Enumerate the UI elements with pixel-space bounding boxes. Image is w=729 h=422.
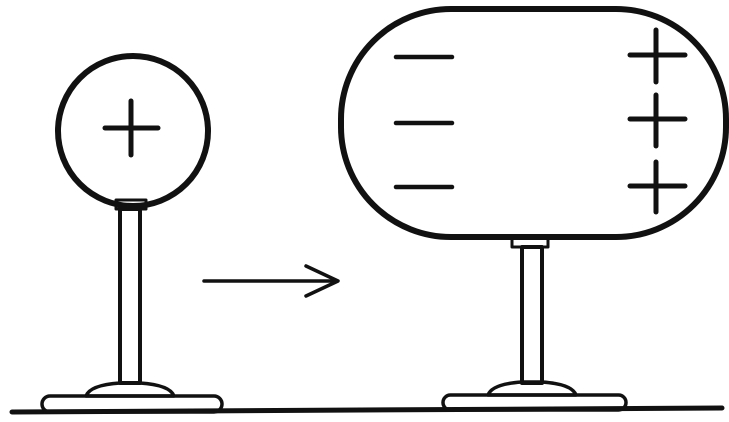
arrow-right-icon xyxy=(204,266,338,296)
positive-charge-sign xyxy=(630,162,685,212)
charged-sphere-assembly xyxy=(42,56,222,412)
oblong-conductor-assembly xyxy=(341,9,726,410)
positive-charge-sign xyxy=(630,30,685,82)
conductor-positive-charges xyxy=(630,30,685,212)
conductor-insulating-rod xyxy=(522,247,542,383)
sphere-insulating-rod xyxy=(120,209,140,383)
sphere-plus-sign xyxy=(105,101,158,155)
conductor-negative-charges xyxy=(396,57,452,187)
positive-charge-sign xyxy=(630,95,685,146)
